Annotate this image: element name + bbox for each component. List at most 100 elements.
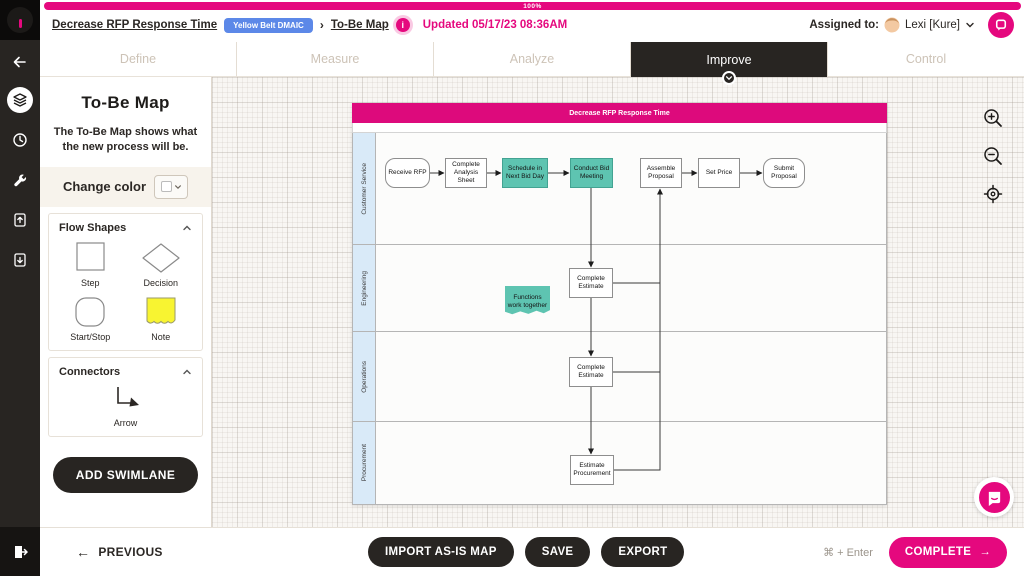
- collapse-chevron-icon[interactable]: [182, 367, 192, 377]
- flow-node[interactable]: Assemble Proposal: [640, 158, 682, 188]
- flow-node[interactable]: Set Price: [698, 158, 740, 188]
- breadcrumb-separator: ›: [319, 18, 324, 32]
- top-bar: 100% Decrease RFP Response Time Yellow B…: [40, 0, 1024, 42]
- color-swatch: [160, 181, 172, 193]
- breadcrumb-project-link[interactable]: Decrease RFP Response Time: [52, 19, 218, 31]
- flow-node[interactable]: Functions work together: [505, 286, 550, 315]
- footer-center-actions: IMPORT AS-IS MAP SAVE EXPORT: [368, 537, 685, 567]
- import-as-is-map-button[interactable]: IMPORT AS-IS MAP: [368, 537, 514, 567]
- previous-label: PREVIOUS: [98, 545, 163, 559]
- flow-node[interactable]: Complete Analysis Sheet: [445, 158, 487, 188]
- dmaic-tabs: Define Measure Analyze Improve Control: [40, 42, 1024, 85]
- shape-startstop-label: Start/Stop: [70, 331, 111, 342]
- progress-bar: 100%: [44, 2, 1021, 10]
- shape-note[interactable]: Note: [126, 294, 197, 342]
- complete-label: COMPLETE: [904, 546, 972, 558]
- tab-define[interactable]: Define: [40, 42, 237, 77]
- assigned-to-label: Assigned to:: [809, 19, 880, 31]
- main-area: To-Be Map The To-Be Map shows what the n…: [40, 77, 1024, 527]
- map-nodes: Receive RFP Complete Analysis Sheet Schedu…: [352, 103, 887, 505]
- startstop-shape-icon: [75, 297, 105, 327]
- flow-node[interactable]: Complete Estimate: [569, 268, 613, 298]
- tools-wrench-icon[interactable]: [7, 167, 33, 193]
- brand-logo-icon: [0, 0, 40, 40]
- export-button[interactable]: EXPORT: [601, 537, 685, 567]
- chat-bubble-icon[interactable]: [978, 481, 1010, 513]
- flow-node[interactable]: Schedule in Next Bid Day: [502, 158, 548, 188]
- swimlane-label: Engineering: [353, 245, 376, 331]
- assigned-to-control[interactable]: Assigned to: Lexi [Kure]: [809, 17, 975, 33]
- updated-timestamp: Updated 05/17/23 08:36AM: [422, 19, 568, 31]
- flow-shapes-card: Flow Shapes Step Decision Start/Stop: [48, 212, 203, 351]
- previous-button[interactable]: ← PREVIOUS: [70, 543, 169, 561]
- tab-improve[interactable]: Improve: [631, 42, 828, 85]
- flow-shapes-title: Flow Shapes: [59, 221, 127, 234]
- complete-button[interactable]: COMPLETE →: [888, 536, 1007, 568]
- assignee-avatar: [884, 17, 900, 33]
- keyboard-shortcut-hint: ⌘ + Enter: [823, 546, 873, 559]
- center-target-icon[interactable]: [982, 183, 1004, 205]
- flow-node[interactable]: Estimate Procurement: [570, 455, 614, 485]
- document-download-icon[interactable]: [7, 247, 33, 273]
- tab-caret-chevron-icon[interactable]: [722, 71, 736, 85]
- tab-improve-label: Improve: [706, 52, 752, 67]
- shape-step-label: Step: [80, 277, 100, 288]
- note-shape-icon: [146, 297, 176, 324]
- connector-arrow-label: Arrow: [113, 417, 138, 428]
- tab-analyze[interactable]: Analyze: [434, 42, 631, 77]
- color-dropdown[interactable]: [154, 174, 189, 199]
- progress-label: 100%: [523, 2, 542, 10]
- connector-arrow[interactable]: Arrow: [55, 384, 196, 428]
- exit-door-icon[interactable]: [7, 539, 33, 565]
- connectors-title: Connectors: [59, 365, 121, 378]
- decision-shape-icon: [142, 243, 180, 273]
- history-clock-icon[interactable]: [7, 127, 33, 153]
- flow-node[interactable]: Complete Estimate: [569, 357, 613, 387]
- swimlane-label: Customer Service: [353, 133, 376, 244]
- map-canvas[interactable]: Decrease RFP Response Time Customer Serv…: [212, 77, 1024, 527]
- assignee-name: Lexi [Kure]: [905, 19, 960, 31]
- chevron-down-icon: [174, 184, 181, 189]
- flow-node[interactable]: Receive RFP: [385, 158, 430, 188]
- left-icon-rail: [0, 0, 40, 576]
- tool-panel: To-Be Map The To-Be Map shows what the n…: [40, 77, 212, 527]
- page-description: The To-Be Map shows what the new process…: [53, 126, 198, 153]
- info-icon[interactable]: i: [395, 18, 410, 32]
- document-upload-icon[interactable]: [7, 207, 33, 233]
- belt-badge: Yellow Belt DMAIC: [224, 17, 313, 33]
- tab-control[interactable]: Control: [828, 42, 1024, 77]
- zoom-out-icon[interactable]: [982, 145, 1004, 167]
- flow-node[interactable]: Conduct Bid Meeting: [570, 158, 613, 188]
- left-arrow-icon: ←: [76, 544, 91, 560]
- page-title: To-Be Map: [81, 93, 170, 112]
- layers-icon[interactable]: [7, 87, 33, 113]
- change-color-label: Change color: [62, 179, 147, 195]
- map-title-bar: Decrease RFP Response Time: [352, 103, 887, 123]
- back-arrow-icon[interactable]: [7, 49, 33, 75]
- change-color-row: Change color: [40, 166, 211, 207]
- step-shape-icon: [76, 242, 105, 271]
- arrow-connector-icon: [116, 386, 139, 407]
- chevron-down-icon: [965, 20, 975, 30]
- right-arrow-icon: →: [979, 546, 991, 558]
- swimlane-map: Decrease RFP Response Time Customer Serv…: [352, 103, 887, 505]
- save-button[interactable]: SAVE: [524, 537, 591, 567]
- add-swimlane-button[interactable]: ADD SWIMLANE: [52, 456, 199, 493]
- zoom-in-icon[interactable]: [982, 107, 1004, 129]
- shape-note-label: Note: [151, 331, 171, 342]
- notes-bubble-icon[interactable]: [988, 12, 1014, 38]
- footer-bar: ← PREVIOUS IMPORT AS-IS MAP SAVE EXPORT …: [40, 527, 1024, 576]
- flow-node[interactable]: Submit Proposal: [763, 158, 805, 188]
- shape-startstop[interactable]: Start/Stop: [55, 294, 126, 342]
- footer-right-actions: ⌘ + Enter COMPLETE →: [823, 536, 1007, 568]
- collapse-chevron-icon[interactable]: [182, 223, 192, 233]
- map-subheader-strip: [352, 123, 887, 133]
- tab-measure[interactable]: Measure: [237, 42, 434, 77]
- chat-button-halo: [974, 477, 1014, 517]
- connectors-card: Connectors Arrow: [48, 356, 203, 437]
- swimlane-label: Procurement: [353, 422, 376, 504]
- shape-step[interactable]: Step: [55, 240, 126, 288]
- breadcrumb-page-link[interactable]: To-Be Map: [330, 19, 389, 31]
- shape-decision[interactable]: Decision: [126, 240, 197, 288]
